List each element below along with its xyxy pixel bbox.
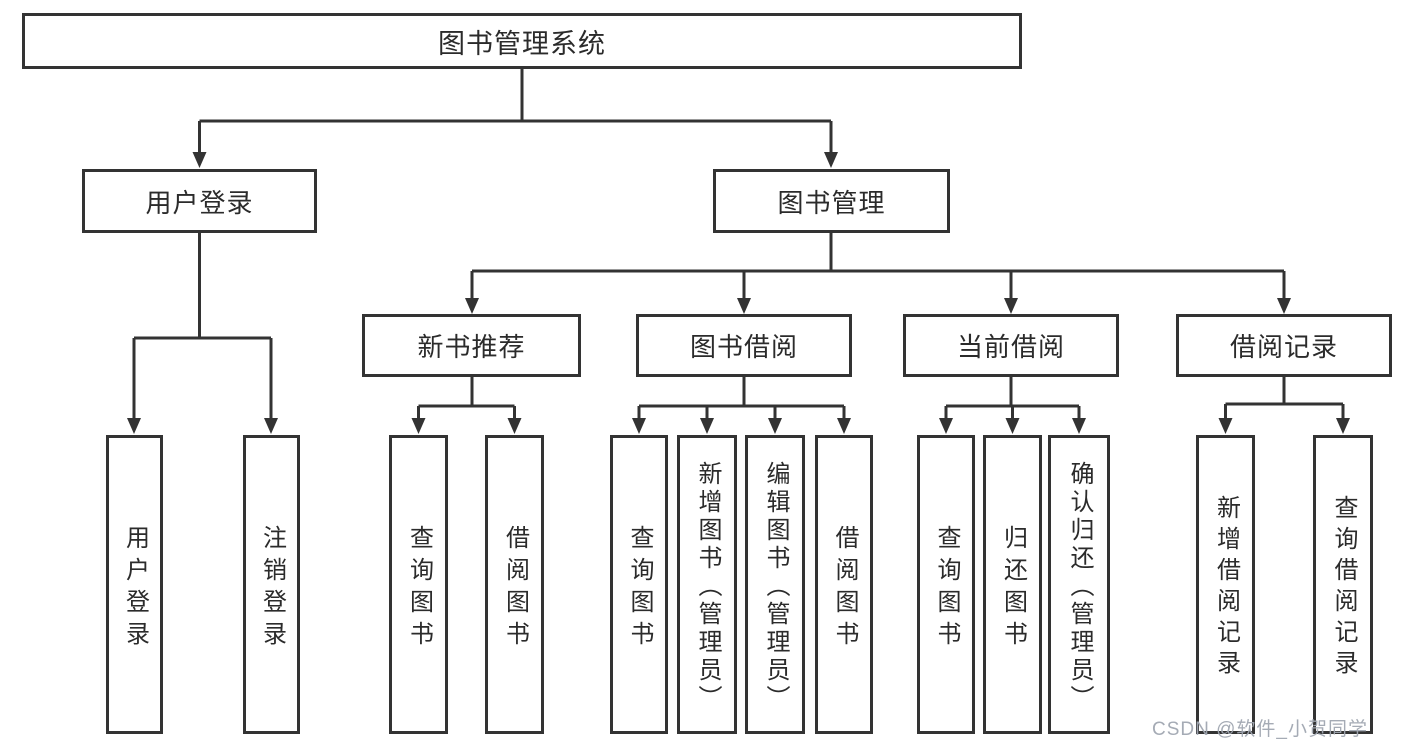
node-current-borrowing: 当前借阅 bbox=[903, 314, 1119, 377]
node-label: 编辑图书（管理员） bbox=[762, 460, 789, 713]
node-label: 新增图书（管理员） bbox=[694, 460, 721, 713]
edges-root-to-level2 bbox=[192, 69, 838, 168]
edges-current-borrow-to-children bbox=[939, 377, 1086, 434]
node-label: 确认归还（管理员） bbox=[1066, 460, 1093, 713]
node-leaf-cb-return-books: 归还图书 bbox=[983, 435, 1042, 734]
node-book-management: 图书管理 bbox=[713, 169, 950, 233]
node-label: 用户登录 bbox=[121, 524, 149, 653]
node-leaf-bb-borrow-books: 借阅图书 bbox=[815, 435, 873, 734]
edges-new-book-rec-to-children bbox=[411, 377, 522, 434]
node-label: 新书推荐 bbox=[417, 332, 526, 362]
csdn-watermark: CSDN @软件_小贺同学 bbox=[1152, 719, 1368, 740]
node-leaf-logout: 注销登录 bbox=[243, 435, 300, 734]
node-user-login: 用户登录 bbox=[82, 169, 317, 233]
node-label: 查询借阅记录 bbox=[1330, 495, 1357, 681]
node-leaf-bb-query-books: 查询图书 bbox=[610, 435, 668, 734]
node-leaf-bb-add-books-admin: 新增图书（管理员） bbox=[677, 435, 737, 734]
node-label: 注销登录 bbox=[258, 524, 286, 653]
node-leaf-nbr-borrow-books: 借阅图书 bbox=[485, 435, 544, 734]
node-leaf-user-login: 用户登录 bbox=[106, 435, 163, 734]
node-label: 查询图书 bbox=[626, 524, 653, 653]
node-new-book-recommendation: 新书推荐 bbox=[362, 314, 581, 377]
node-label: 归还图书 bbox=[999, 524, 1027, 653]
node-borrowing-records: 借阅记录 bbox=[1176, 314, 1392, 377]
node-label: 借阅图书 bbox=[501, 524, 529, 653]
node-leaf-cb-query-books: 查询图书 bbox=[917, 435, 975, 734]
node-label: 借阅记录 bbox=[1229, 332, 1338, 362]
node-label: 图书借阅 bbox=[689, 332, 798, 362]
node-leaf-nbr-query-books: 查询图书 bbox=[389, 435, 448, 734]
node-leaf-cb-confirm-return-admin: 确认归还（管理员） bbox=[1048, 435, 1110, 734]
node-label: 图书管理 bbox=[777, 187, 886, 218]
node-book-borrowing: 图书借阅 bbox=[636, 314, 852, 377]
node-label: 图书管理系统 bbox=[438, 28, 606, 59]
edges-borrow-records-to-children bbox=[1218, 377, 1350, 434]
node-label: 查询图书 bbox=[405, 524, 433, 653]
edges-book-management-to-level3 bbox=[465, 233, 1291, 314]
edges-user-login-to-children bbox=[127, 233, 278, 434]
node-label: 当前借阅 bbox=[956, 332, 1065, 362]
node-leaf-bb-edit-books-admin: 编辑图书（管理员） bbox=[745, 435, 805, 734]
node-library-management-system: 图书管理系统 bbox=[22, 13, 1022, 69]
node-leaf-br-query-record: 查询借阅记录 bbox=[1313, 435, 1373, 734]
edges-book-borrow-to-children bbox=[632, 377, 851, 434]
node-label: 新增借阅记录 bbox=[1212, 495, 1240, 681]
node-label: 用户登录 bbox=[145, 187, 254, 218]
node-label: 借阅图书 bbox=[831, 524, 858, 653]
node-label: 查询图书 bbox=[933, 524, 960, 653]
node-leaf-br-add-record: 新增借阅记录 bbox=[1196, 435, 1255, 734]
